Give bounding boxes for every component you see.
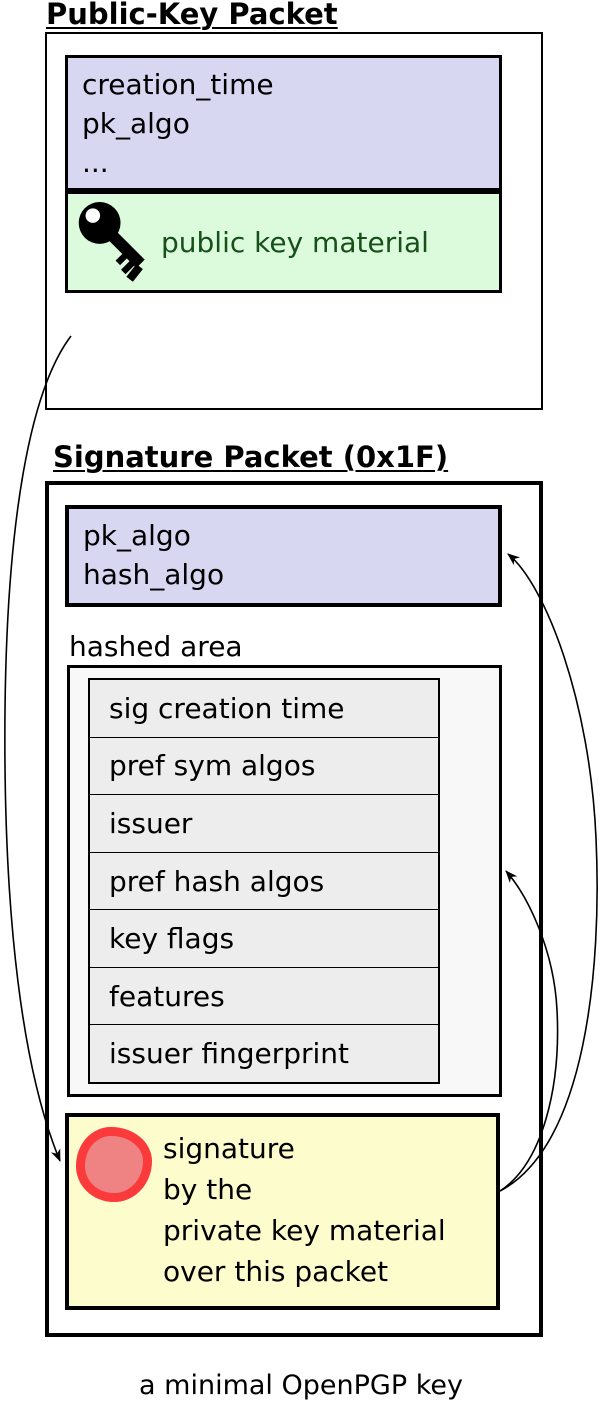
seal-icon bbox=[76, 1127, 152, 1202]
signature-text-line: private key material bbox=[163, 1214, 446, 1247]
hashed-area-box: sig creation time pref sym algos issuer … bbox=[67, 665, 502, 1097]
signature-text-line: by the bbox=[163, 1173, 253, 1206]
diagram-caption: a minimal OpenPGP key bbox=[139, 1370, 463, 1401]
public-key-fields-box: creation_time pk_algo ... bbox=[65, 55, 502, 191]
subpacket-row: issuer bbox=[90, 794, 438, 852]
subpacket-row: sig creation time bbox=[109, 691, 345, 725]
field-line: pk_algo bbox=[83, 519, 191, 552]
field-line: pk_algo bbox=[82, 107, 190, 140]
signature-packet-title: Signature Packet (0x1F) bbox=[53, 440, 449, 474]
subpacket-row: features bbox=[90, 966, 438, 1025]
field-line: creation_time bbox=[82, 68, 274, 101]
public-key-material-label: public key material bbox=[161, 225, 429, 259]
signature-text: signature by the private key material ov… bbox=[163, 1128, 446, 1292]
key-icon bbox=[76, 196, 156, 288]
subpacket-row: pref sym algos bbox=[90, 736, 438, 795]
signature-text-line: over this packet bbox=[163, 1255, 389, 1288]
hashed-subpacket-table: sig creation time pref sym algos issuer … bbox=[88, 678, 440, 1084]
subpacket-row: key flags bbox=[90, 909, 438, 967]
signature-algo-box: pk_algo hash_algo bbox=[65, 505, 502, 607]
signature-text-line: signature bbox=[163, 1132, 295, 1165]
field-line: hash_algo bbox=[83, 558, 225, 591]
hashed-area-label: hashed area bbox=[69, 630, 243, 663]
subpacket-row: pref hash algos bbox=[90, 851, 438, 910]
signature-value-box: signature by the private key material ov… bbox=[65, 1113, 500, 1310]
subpacket-row: issuer fingerprint bbox=[90, 1024, 438, 1082]
field-line: ... bbox=[82, 146, 109, 179]
public-key-packet-title: Public-Key Packet bbox=[46, 0, 338, 31]
public-key-material-box: public key material bbox=[65, 191, 502, 293]
